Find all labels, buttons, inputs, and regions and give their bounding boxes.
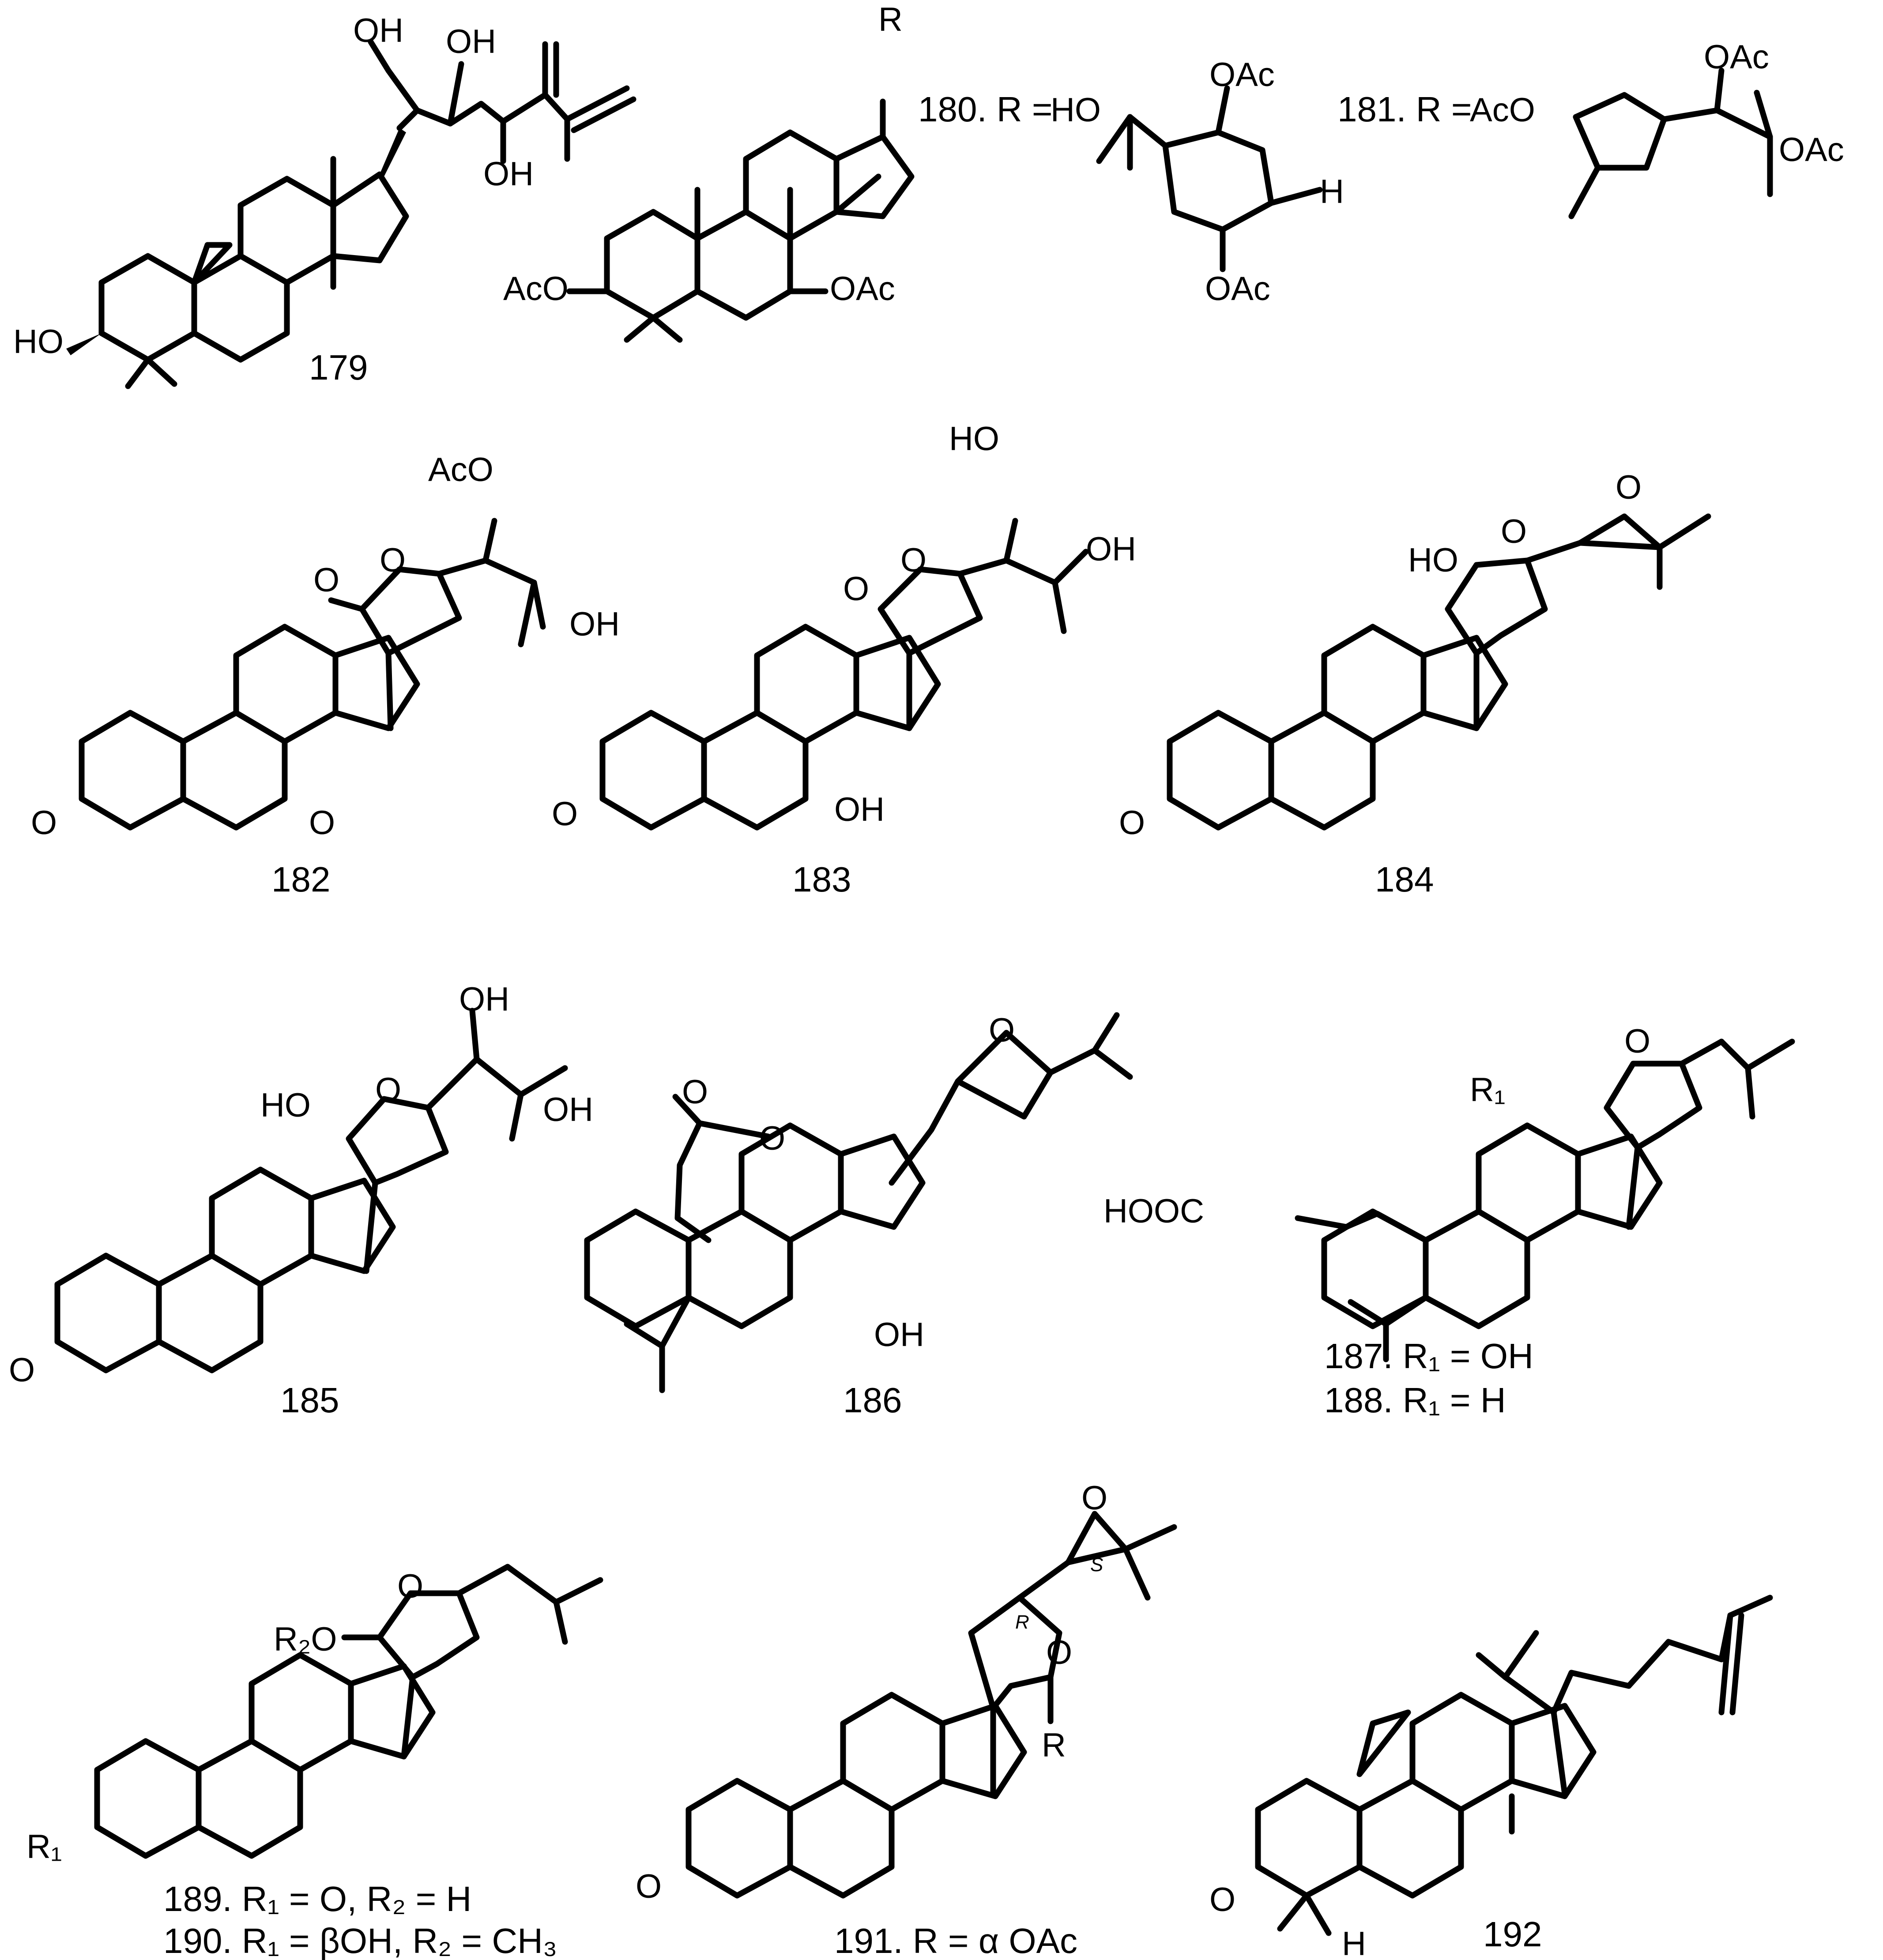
compound-180-substituent: 180. R = HO OAc H OAc [918, 56, 1344, 308]
c183-label-1: OH [1086, 530, 1136, 568]
compound-181-substituent: 181. R = AcO OAc OAc [1337, 38, 1844, 219]
c192-label-1: H [1342, 1925, 1366, 1960]
c179-label-3: HO [13, 323, 64, 361]
compound-183: HO OH O O O OH 183 [552, 420, 1136, 899]
c180-label-OAc2: OAc [1205, 270, 1270, 308]
c189-label-1: O [397, 1568, 423, 1605]
c184-label-2: O [1616, 469, 1642, 506]
c180-label-OAc: OAc [830, 270, 895, 308]
c182-label-4: O [31, 804, 57, 842]
c181-label-OAc2: OAc [1779, 131, 1844, 169]
c179-number: 179 [309, 348, 368, 387]
c185-label-4: O [9, 1351, 35, 1389]
c182-label-0: AcO [428, 451, 493, 489]
compound-180-core: R AcO OAc [503, 1, 915, 343]
c180-label-HO: HO [1051, 91, 1101, 129]
c186-label-1: O [759, 1120, 785, 1157]
compound-192: O H 192 [1209, 1595, 1773, 1960]
c179-label-1: OH [446, 23, 496, 60]
c181-number: 181. R = [1337, 90, 1472, 129]
c181-label-AcO: AcO [1470, 91, 1535, 129]
c183-number: 183 [792, 860, 851, 899]
c190-number: 190. R₁ = βOH, R₂ = CH₃ [163, 1921, 557, 1960]
compound-187-188: R₁ O HOOC 187. R₁ = OH 188. R₁ = H [1103, 1023, 1795, 1420]
c182-label-5: O [309, 804, 335, 842]
c191-number: 191. R = α OAc [834, 1921, 1077, 1960]
compound-182: AcO OH O O O O 182 [31, 451, 620, 899]
c186-number: 186 [843, 1381, 902, 1420]
c186-label-0: O [682, 1073, 708, 1111]
c191-label-0: O [1081, 1479, 1107, 1517]
c191-label-2: R [1015, 1611, 1029, 1633]
c191-label-3: O [1046, 1634, 1072, 1671]
compound-189-190: R₂O O R₁ 189. R₁ = O, R₂ = H 190. R₁ = β… [26, 1564, 603, 1960]
c183-label-2: O [843, 570, 869, 608]
c182-label-2: O [313, 561, 339, 599]
c180-number: 180. R = [918, 90, 1053, 129]
c180-label-OAc1: OAc [1209, 56, 1275, 94]
c184-label-0: HO [1408, 542, 1458, 579]
c191-label-5: O [636, 1868, 662, 1905]
c188-number: 188. R₁ = H [1324, 1381, 1506, 1420]
c186-label-3: OH [874, 1316, 924, 1354]
c183-label-4: O [552, 795, 578, 833]
c184-number: 184 [1375, 860, 1434, 899]
c192-label-0: O [1209, 1881, 1235, 1919]
c189-label-0: R₂O [274, 1621, 337, 1658]
c185-label-2: O [375, 1071, 401, 1109]
compound-185: OH HO O OH O 185 [9, 981, 593, 1420]
c191-label-1: S [1090, 1554, 1103, 1576]
c187-label-1: O [1624, 1023, 1650, 1060]
c187-label-2: HOOC [1103, 1193, 1204, 1230]
c189-label-2: R₁ [26, 1828, 62, 1866]
c183-label-0: HO [949, 420, 999, 458]
c184-label-1: O [1501, 513, 1527, 550]
c180-label-H: H [1320, 173, 1344, 211]
c185-label-0: OH [459, 981, 509, 1018]
c191-label-4: R [1042, 1727, 1066, 1764]
c182-label-1: OH [569, 606, 620, 643]
c185-label-1: HO [260, 1087, 311, 1124]
c179-label-0: OH [353, 12, 403, 49]
c184-label-3: O [1119, 804, 1145, 842]
c192-number: 192 [1483, 1915, 1542, 1954]
c179-label-2: OH [483, 155, 534, 193]
compound-179: OH OH OH HO 179 [13, 12, 636, 389]
compound-191: O S R O R O 191. R = α OAc [636, 1479, 1177, 1960]
c189-number: 189. R₁ = O, R₂ = H [163, 1879, 471, 1919]
c183-label-3: O [900, 542, 926, 579]
c182-label-3: O [380, 542, 406, 579]
c187-label-0: R₁ [1470, 1071, 1506, 1109]
c182-number: 182 [271, 860, 330, 899]
c183-label-5: OH [834, 791, 885, 828]
compound-186: O O O OH 186 [587, 1012, 1133, 1420]
c187-number: 187. R₁ = OH [1324, 1336, 1533, 1376]
c185-label-3: OH [543, 1091, 593, 1129]
c185-number: 185 [280, 1381, 339, 1420]
c180-label-R: R [878, 1, 903, 38]
compound-184: HO O O O 184 [1119, 469, 1711, 899]
c180-label-AcO: AcO [503, 270, 569, 308]
c186-label-2: O [989, 1012, 1015, 1049]
c181-label-OAc1: OAc [1704, 38, 1769, 76]
